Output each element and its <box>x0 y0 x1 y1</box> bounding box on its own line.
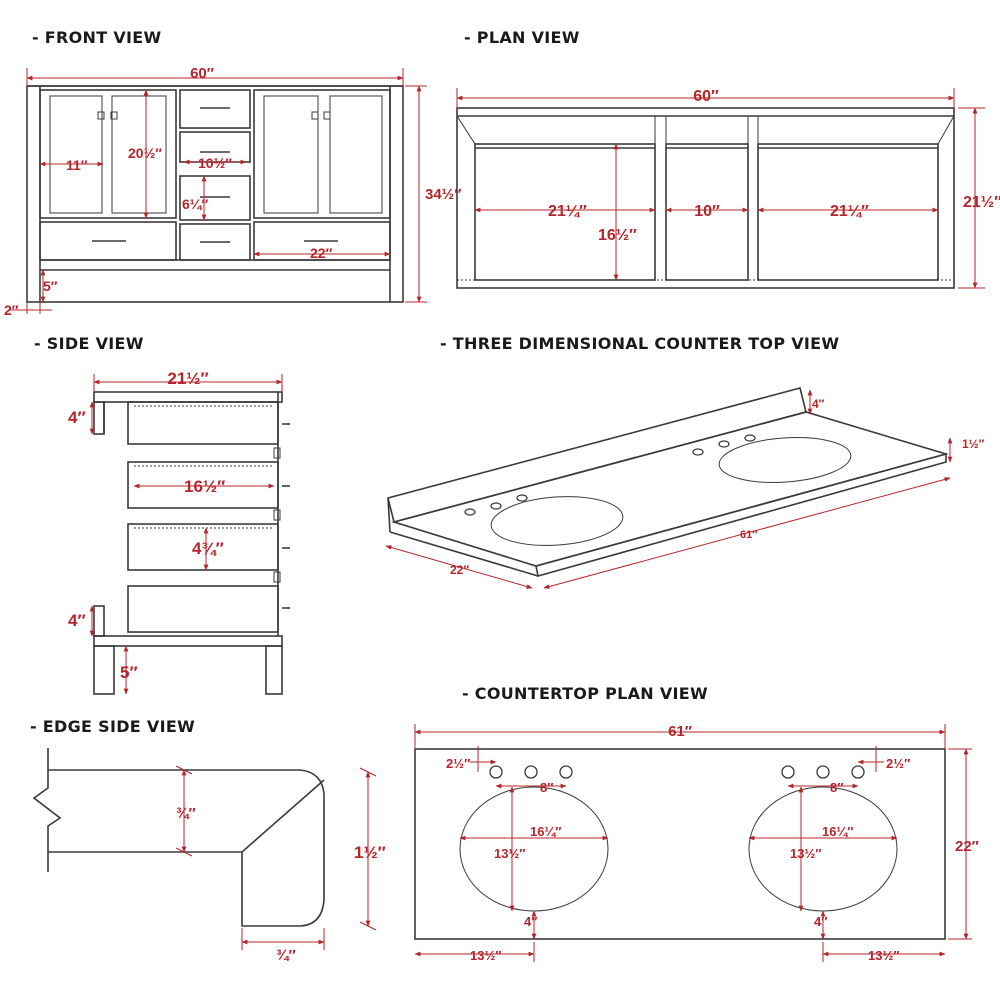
side-leg-height-label: 5″ <box>120 663 138 682</box>
plan-left-opening-label: 21¼″ <box>548 203 587 220</box>
three-d-thickness-label: 1½″ <box>962 437 985 451</box>
edge-side-view-title: - EDGE SIDE VIEW <box>30 717 196 736</box>
side-view <box>89 374 290 695</box>
front-view-title: - FRONT VIEW <box>32 28 162 47</box>
edge-lip-label: ¾″ <box>276 947 296 964</box>
three-d-dimension-labels: 4″ 1½″ 61″ 22″ <box>450 397 985 577</box>
ct-right-faucet-spread-label: 8″ <box>830 780 843 795</box>
three-d-countertop <box>385 387 953 589</box>
ct-left-hole-offset-label: 2½″ <box>446 756 470 771</box>
ct-right-bowl-depth-label: 13½″ <box>790 846 822 861</box>
side-drawer-height-label: 4¾″ <box>192 539 224 558</box>
countertop-plan-dimension-labels: 61″ 22″ 2½″ 2½″ 8″ 8″ 16¼″ 16¼″ 13½″ 13½… <box>446 723 979 963</box>
ct-left-bowl-width-label: 16¼″ <box>530 824 562 839</box>
ct-depth-label: 22″ <box>955 838 979 855</box>
plan-view-title: - PLAN VIEW <box>464 28 580 47</box>
ct-right-edge-to-center-label: 13½″ <box>868 948 900 963</box>
ct-right-hole-offset-label: 2½″ <box>886 756 910 771</box>
plan-view-dimension-labels: 60″ 21½″ 21¼″ 10″ 21¼″ 16½″ <box>548 88 1000 244</box>
side-drawer-depth-label: 16½″ <box>184 477 225 496</box>
plan-depth-label: 21½″ <box>963 194 1000 211</box>
side-bottom-rail-label: 4″ <box>68 611 86 630</box>
countertop-plan-view-title: - COUNTERTOP PLAN VIEW <box>462 684 708 703</box>
front-bottom-drawer-label: 22″ <box>310 245 333 261</box>
ct-left-front-gap-label: 4″ <box>524 914 537 929</box>
edge-side-view <box>32 748 377 950</box>
countertop-plan-view <box>414 724 972 962</box>
edge-side-dimension-labels: ¾″ 1½″ ¾″ <box>176 805 386 964</box>
three-d-view-title: - THREE DIMENSIONAL COUNTER TOP VIEW <box>440 334 840 353</box>
plan-center-opening-label: 10″ <box>694 203 720 220</box>
side-depth-label: 21½″ <box>167 369 208 388</box>
three-d-depth-label: 22″ <box>450 563 469 577</box>
edge-slab-label: ¾″ <box>176 805 196 822</box>
three-d-length-label: 61″ <box>740 529 758 541</box>
front-width-label: 60″ <box>190 65 214 82</box>
front-view <box>10 68 427 314</box>
ct-left-bowl-depth-label: 13½″ <box>494 846 526 861</box>
front-door-width-label: 11″ <box>66 157 88 173</box>
three-d-backsplash-label: 4″ <box>812 397 825 411</box>
front-drawer-height-label: 6¼″ <box>182 196 208 212</box>
ct-left-edge-to-center-label: 13½″ <box>470 948 502 963</box>
front-leg-height-label: 5″ <box>43 278 58 294</box>
front-view-dimension-labels: 60″ 34½″ 11″ 20½″ 10½″ 6¼″ 22″ 5″ 2″ <box>4 65 461 318</box>
front-drawer-width-label: 10½″ <box>198 155 232 171</box>
plan-width-label: 60″ <box>693 88 719 105</box>
ct-right-bowl-width-label: 16¼″ <box>822 824 854 839</box>
ct-width-label: 61″ <box>668 723 692 740</box>
side-view-dimension-labels: 21½″ 4″ 16½″ 4¾″ 4″ 5″ <box>68 369 225 682</box>
edge-total-label: 1½″ <box>354 843 386 862</box>
plan-opening-height-label: 16½″ <box>598 227 637 244</box>
front-door-height-label: 20½″ <box>128 145 162 161</box>
plan-right-opening-label: 21¼″ <box>830 203 869 220</box>
side-view-title: - SIDE VIEW <box>34 334 144 353</box>
front-height-label: 34½″ <box>425 186 461 203</box>
ct-right-front-gap-label: 4″ <box>814 914 827 929</box>
side-top-rail-label: 4″ <box>68 408 86 427</box>
plan-view <box>456 88 985 289</box>
ct-left-faucet-spread-label: 8″ <box>540 780 553 795</box>
front-leg-width-label: 2″ <box>4 302 19 318</box>
